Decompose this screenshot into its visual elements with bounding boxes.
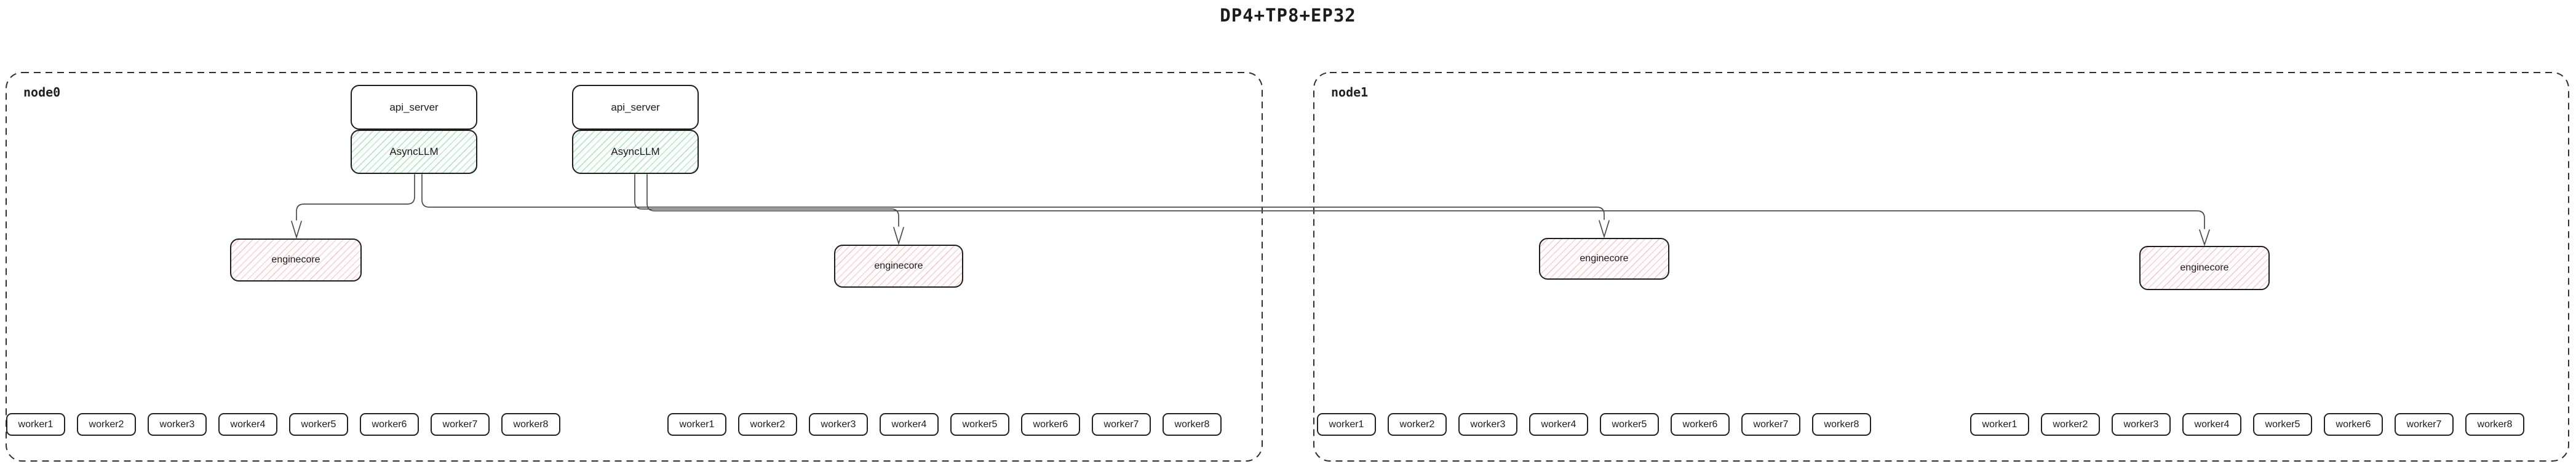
worker-box: worker4	[2182, 413, 2241, 436]
worker-box: worker1	[667, 413, 726, 436]
worker-box: worker4	[218, 413, 277, 436]
worker-box: worker2	[738, 413, 797, 436]
worker-box: worker6	[360, 413, 419, 436]
node1-border	[1313, 72, 2569, 462]
enginecore-box-1: enginecore	[230, 238, 362, 282]
edge-asyncllm1-enginecore1	[296, 174, 415, 221]
api-server-box-2: api_server	[572, 85, 699, 130]
worker-group-2: worker1 worker2 worker3 worker4 worker5 …	[667, 413, 1222, 436]
diagram-title: DP4+TP8+EP32	[1220, 5, 1356, 26]
edge-asyncllm2-enginecore4	[646, 174, 2205, 229]
enginecore-box-3: enginecore	[1539, 238, 1669, 280]
arrowhead-enginecore4	[2199, 229, 2210, 246]
arrowhead-enginecore3	[1599, 220, 1610, 238]
edge-asyncllm2-enginecore2	[634, 174, 899, 227]
worker-box: worker6	[2324, 413, 2383, 436]
worker-box: worker6	[1671, 413, 1730, 436]
worker-box: worker1	[1317, 413, 1376, 436]
worker-box: worker5	[2253, 413, 2312, 436]
edge-asyncllm1-enginecore3	[421, 174, 1605, 220]
worker-box: worker3	[148, 413, 207, 436]
worker-box: worker2	[77, 413, 136, 436]
worker-box: worker4	[1529, 413, 1588, 436]
worker-group-1: worker1 worker2 worker3 worker4 worker5 …	[6, 413, 560, 436]
node1-label: node1	[1331, 85, 1369, 100]
worker-box: worker1	[6, 413, 65, 436]
worker-box: worker2	[2041, 413, 2100, 436]
worker-box: worker4	[880, 413, 939, 436]
worker-box: worker7	[431, 413, 490, 436]
enginecore-box-2: enginecore	[834, 245, 963, 288]
worker-box: worker3	[809, 413, 868, 436]
enginecore-box-4: enginecore	[2139, 246, 2270, 290]
worker-box: worker2	[1388, 413, 1447, 436]
worker-group-3: worker1 worker2 worker3 worker4 worker5 …	[1317, 413, 1871, 436]
worker-box: worker7	[1741, 413, 1800, 436]
worker-box: worker8	[501, 413, 560, 436]
arrowhead-enginecore1	[291, 221, 302, 239]
worker-box: worker5	[289, 413, 348, 436]
worker-box: worker3	[1458, 413, 1517, 436]
asyncllm-box-2: AsyncLLM	[572, 130, 699, 174]
worker-group-4: worker1 worker2 worker3 worker4 worker5 …	[1970, 413, 2524, 436]
worker-box: worker5	[950, 413, 1009, 436]
worker-box: worker5	[1600, 413, 1659, 436]
node0-label: node0	[23, 85, 61, 100]
worker-box: worker8	[1812, 413, 1871, 436]
node0-border	[6, 72, 1263, 462]
worker-box: worker7	[1092, 413, 1151, 436]
worker-box: worker7	[2395, 413, 2454, 436]
api-server-box-1: api_server	[351, 85, 477, 130]
arrowhead-enginecore2	[893, 227, 904, 245]
asyncllm-box-1: AsyncLLM	[351, 130, 477, 174]
worker-box: worker1	[1970, 413, 2029, 436]
worker-box: worker8	[1163, 413, 1222, 436]
worker-box: worker6	[1021, 413, 1080, 436]
worker-box: worker3	[2112, 413, 2171, 436]
worker-box: worker8	[2465, 413, 2524, 436]
